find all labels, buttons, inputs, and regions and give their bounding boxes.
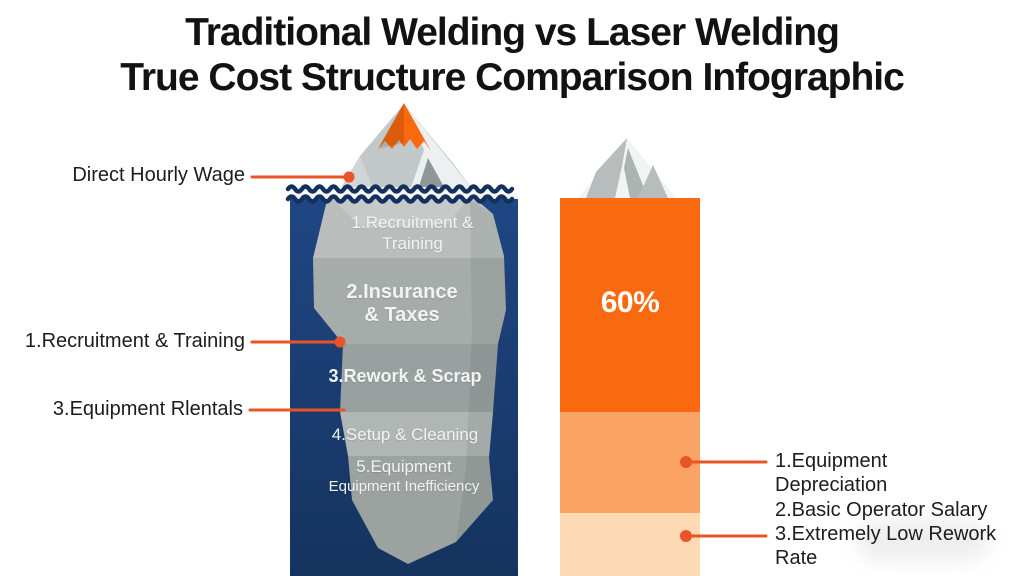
callout-equipment-depreciation: 1.Equipment Depreciation bbox=[775, 450, 888, 496]
laser-mountain-peak-icon bbox=[578, 138, 676, 198]
laser-bar-percentage: 60% bbox=[600, 286, 660, 319]
callout-basic-operator-salary: 2.Basic Operator Salary bbox=[775, 499, 988, 521]
callout-equipment-rentals: 3.Equipment Rlentals bbox=[52, 398, 243, 420]
iceberg-peak bbox=[336, 103, 478, 196]
callout-leader-lines bbox=[248, 175, 768, 538]
title-line-2: True Cost Structure Comparison Infograph… bbox=[120, 56, 905, 99]
title-line-1: Traditional Welding vs Laser Welding bbox=[185, 11, 840, 54]
laser-bar-top-segment bbox=[560, 198, 700, 412]
callout-low-rework-rate: 3.Extremely Low Rework Rate bbox=[775, 523, 997, 569]
orange-summit-icon bbox=[378, 103, 431, 151]
laser-bar-bottom-segment bbox=[560, 513, 700, 576]
page-title: Traditional Welding vs Laser Welding Tru… bbox=[0, 10, 1024, 100]
laser-bar-middle-segment bbox=[560, 412, 700, 513]
callout-dots bbox=[334, 171, 692, 542]
laser-cost-bar bbox=[560, 198, 700, 576]
iceberg-segment-1-label: 1.Recruitment & Training bbox=[351, 213, 474, 253]
iceberg-segment-4-label: 4.Setup & Cleaning bbox=[331, 425, 479, 444]
callout-recruitment-training: 1.Recruitment & Training bbox=[24, 330, 245, 352]
callout-direct-hourly-wage: Direct Hourly Wage bbox=[72, 164, 245, 186]
waterline-waves bbox=[285, 184, 519, 204]
background-smudge bbox=[858, 520, 988, 562]
iceberg-segment-3-label: 3.Rework & Scrap bbox=[328, 366, 482, 386]
iceberg-segment-5-label: 5.Equipment Equipment Inefficiency bbox=[328, 457, 480, 495]
wave-line-bottom bbox=[285, 194, 515, 204]
iceberg-segment-2-label: 2.Insurance & Taxes bbox=[346, 281, 458, 326]
wave-line-top bbox=[285, 184, 515, 194]
